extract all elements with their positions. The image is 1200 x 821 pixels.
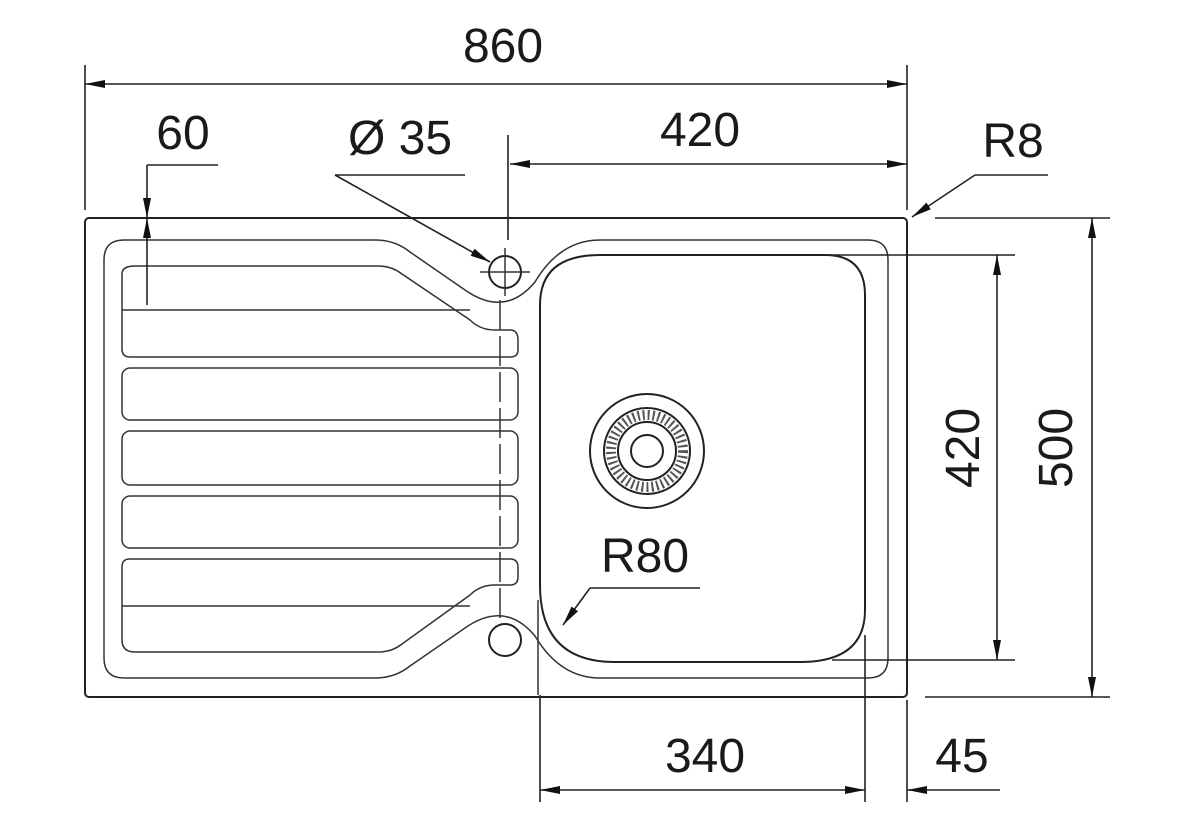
dim-label-420-right: 420	[937, 408, 990, 488]
dim-label-340: 340	[665, 730, 745, 783]
dimension-bowl-edge-offset: 45	[906, 700, 1000, 802]
dimension-tap-hole: Ø 35	[334, 112, 491, 263]
dim-label-45: 45	[935, 730, 988, 783]
sink-outline	[84, 217, 908, 698]
drain-strainer	[589, 393, 705, 509]
dimension-bowl-radius: R80	[562, 530, 700, 626]
dim-label-r80: R80	[601, 530, 689, 583]
dimension-corner-radius: R8	[911, 115, 1048, 218]
dim-label-r8: R8	[982, 115, 1043, 168]
dim-label-diameter-35: Ø 35	[348, 112, 452, 165]
drainer-ribs	[121, 265, 519, 653]
dim-label-60: 60	[156, 107, 209, 160]
dim-label-500: 500	[1030, 408, 1083, 488]
dim-label-420-top: 420	[660, 104, 740, 157]
dimension-bowl-depth: 420	[825, 254, 1015, 661]
dimension-overall-width: 860	[84, 20, 908, 210]
tap-hole-top	[480, 248, 530, 296]
bowl	[537, 254, 866, 695]
dimension-overall-depth: 500	[925, 217, 1110, 698]
dimension-taphole-to-edge: 420	[507, 104, 907, 240]
dimension-bowl-width: 340	[539, 635, 866, 802]
dim-label-860: 860	[463, 20, 543, 73]
dimension-drainer-offset: 60	[143, 107, 218, 305]
overflow-hole	[488, 623, 522, 657]
